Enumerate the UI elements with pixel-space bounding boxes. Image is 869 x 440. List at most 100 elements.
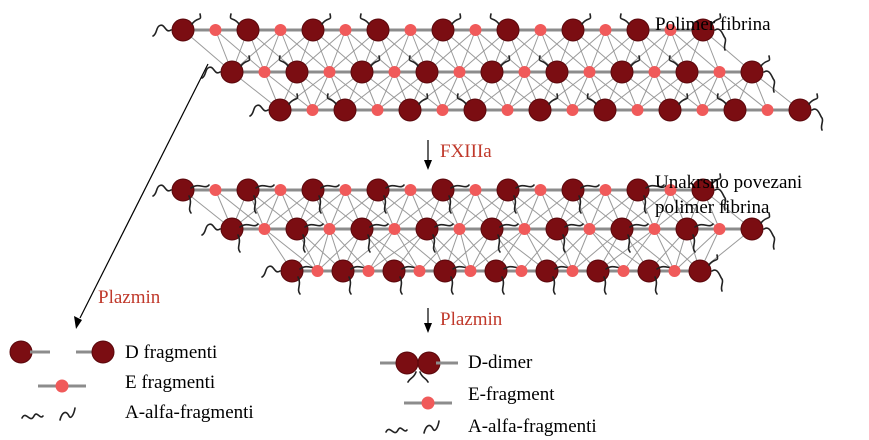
d-domain xyxy=(484,259,508,283)
e-domain xyxy=(713,66,726,78)
lattice-link xyxy=(589,228,624,272)
a-alpha-chain xyxy=(586,93,597,105)
a-alpha-chain xyxy=(501,276,505,295)
legend-right: D-dimer E-fragment A-alfa-fragmenti xyxy=(380,351,597,437)
e-domain xyxy=(306,104,319,116)
e-domain xyxy=(404,184,417,196)
d-domain xyxy=(691,18,715,42)
a-alpha-chain xyxy=(304,223,324,228)
a-alpha-chain xyxy=(369,223,389,228)
lattice-link xyxy=(459,189,476,230)
polymer-label: Polimer fibrina xyxy=(655,14,771,35)
e-domain xyxy=(453,66,466,78)
lattice-link xyxy=(377,71,395,111)
e-domain xyxy=(518,223,531,235)
d-domain xyxy=(496,18,520,42)
e-domain xyxy=(534,24,547,36)
e-domain xyxy=(599,24,612,36)
lattice-link xyxy=(394,189,411,230)
e-domain xyxy=(599,184,612,196)
lattice-link xyxy=(654,228,675,272)
lattice-link xyxy=(524,228,573,272)
lattice-link xyxy=(589,228,650,272)
lattice-link xyxy=(329,228,369,272)
e-domain xyxy=(436,104,449,116)
e-domain xyxy=(388,66,401,78)
plasmin-label-left: Plazmin xyxy=(98,287,161,308)
e-domain xyxy=(404,24,417,36)
a-alpha-chain xyxy=(581,13,592,25)
e-domain xyxy=(323,66,336,78)
d-domain xyxy=(350,60,374,84)
d-domain xyxy=(740,217,764,241)
lattice-link xyxy=(572,228,590,272)
a-alpha-chain xyxy=(255,184,275,189)
d-domain xyxy=(301,18,325,42)
a-alpha-chain xyxy=(548,93,559,105)
a-alpha-chain xyxy=(370,55,381,67)
a-alpha-chain xyxy=(201,66,221,79)
d-domain xyxy=(331,259,355,283)
a-alpha-chain xyxy=(552,276,556,295)
e-domain xyxy=(664,184,677,196)
lattice-link xyxy=(491,228,548,272)
d-domain xyxy=(268,98,292,122)
d-domain xyxy=(366,178,390,202)
a-alpha-chain xyxy=(261,265,281,278)
e-domain xyxy=(258,223,271,235)
a-alpha-chain xyxy=(152,24,172,37)
legend-left-d: D fragmenti xyxy=(125,342,217,363)
d-domain xyxy=(480,60,504,84)
a-alpha-chain xyxy=(239,223,259,228)
lattice-link xyxy=(368,228,395,272)
d-domain xyxy=(496,178,520,202)
a-alpha-chain xyxy=(654,276,658,295)
a-alpha-chain xyxy=(434,223,454,228)
e-domain xyxy=(464,265,477,277)
a-alpha-chain xyxy=(808,93,819,105)
crosslinked-label-line2: polimer fibrina xyxy=(655,197,770,218)
d-domain xyxy=(626,178,650,202)
lattice-link xyxy=(524,189,541,230)
d-fragment-symbol xyxy=(9,340,115,364)
e-domain xyxy=(583,66,596,78)
lattice-link xyxy=(654,189,671,230)
a-alpha-chain xyxy=(408,55,419,67)
a-alpha-fragment-symbol xyxy=(21,407,76,421)
plasmin-label-right: Plazmin xyxy=(440,309,503,330)
d-domain xyxy=(431,18,455,42)
e-domain xyxy=(501,104,514,116)
e-domain xyxy=(339,184,352,196)
plasmin-arrow-left xyxy=(79,63,209,319)
lattice-link xyxy=(264,189,281,230)
e-domain xyxy=(311,265,324,277)
a-alpha-chain xyxy=(711,173,722,185)
crosslinked-label-line1: Unakrsno povezani xyxy=(655,172,802,193)
a-alpha-chain xyxy=(253,195,257,214)
e-domain xyxy=(515,265,528,277)
a-alpha-chain xyxy=(318,195,322,214)
e-domain xyxy=(648,66,661,78)
e-domain xyxy=(518,66,531,78)
d-domain xyxy=(637,259,661,283)
e-domain xyxy=(664,24,677,36)
e-domain xyxy=(362,265,375,277)
a-alpha-chain xyxy=(367,234,371,253)
crosslinked-fibrin-polymer xyxy=(152,173,776,295)
lattice-link xyxy=(368,228,428,272)
fibrin-polymer xyxy=(152,13,824,131)
a-alpha-chain xyxy=(320,184,340,189)
lattice-link xyxy=(674,228,720,272)
e-domain xyxy=(453,223,466,235)
e-domain xyxy=(258,66,271,78)
a-alpha-chain xyxy=(385,184,405,189)
d-domain xyxy=(586,259,610,283)
d-domain xyxy=(788,98,812,122)
d-domain xyxy=(535,259,559,283)
d-domain xyxy=(382,259,406,283)
a-alpha-chain xyxy=(668,55,679,67)
d-domain xyxy=(626,18,650,42)
a-alpha-fragment-right-symbol xyxy=(385,420,440,434)
a-alpha-chain xyxy=(302,234,306,253)
e-domain xyxy=(761,104,774,116)
